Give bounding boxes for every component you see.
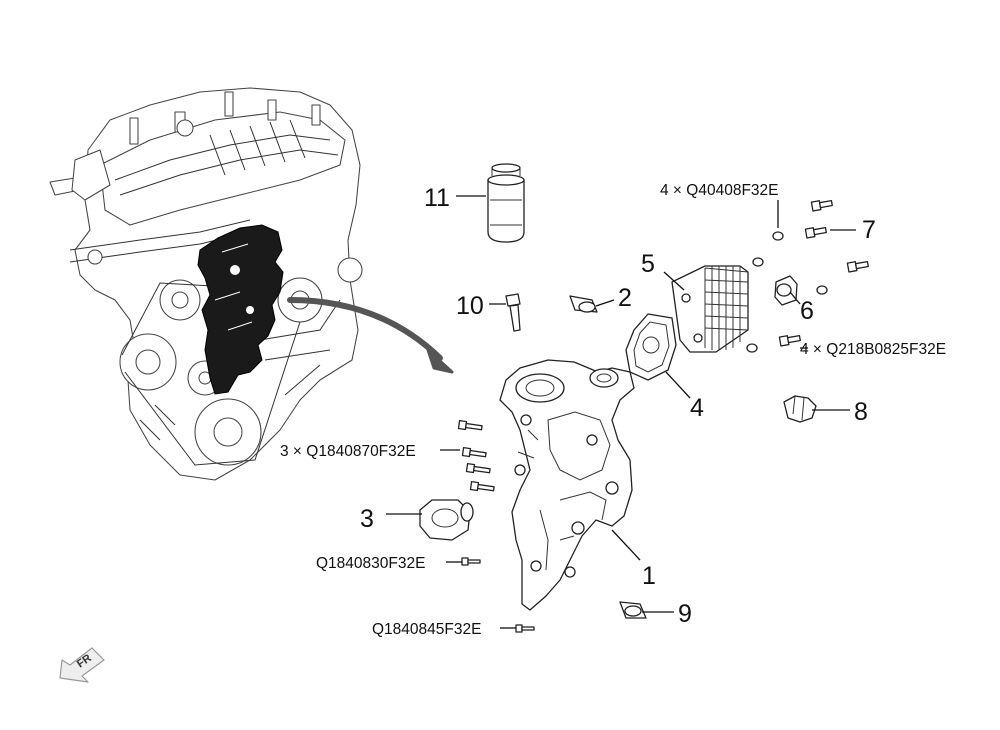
callout-10: 10 bbox=[456, 292, 484, 320]
hose-clamp-2 bbox=[569, 295, 598, 313]
callout-8: 8 bbox=[854, 398, 868, 426]
thermostat-flange bbox=[419, 499, 474, 541]
pn-bolt-a: Q1840830F32E bbox=[316, 555, 425, 572]
pn-bolt-b: Q1840845F32E bbox=[372, 621, 481, 638]
hose-clamp-9 bbox=[619, 601, 647, 619]
callout-5: 5 bbox=[641, 250, 655, 278]
pn-bolts-top: 4 × Q40408F32E bbox=[660, 182, 779, 199]
cooler-gasket bbox=[625, 313, 677, 381]
callout-9: 9 bbox=[678, 600, 692, 628]
bolt-q1840845 bbox=[515, 624, 535, 633]
oil-filter-housing bbox=[499, 359, 635, 611]
callout-7: 7 bbox=[862, 216, 876, 244]
pn-bolts-right: 4 × Q218B0825F32E bbox=[800, 341, 946, 358]
engine-overview bbox=[49, 87, 454, 481]
callout-4: 4 bbox=[690, 394, 704, 422]
callout-3: 3 bbox=[360, 505, 374, 533]
oil-cooler bbox=[671, 265, 749, 353]
rubber-plug bbox=[783, 395, 817, 423]
callout-2: 2 bbox=[618, 284, 632, 312]
front-direction-arrow: FR bbox=[59, 647, 105, 683]
oil-pressure-sensor bbox=[505, 293, 521, 332]
pn-bolts-left: 3 × Q1840870F32E bbox=[280, 443, 416, 460]
cooler-fitting bbox=[774, 275, 798, 306]
oil-filter bbox=[487, 163, 525, 243]
bolt-q1840830 bbox=[461, 557, 481, 566]
callout-11: 11 bbox=[424, 184, 450, 212]
callout-1: 1 bbox=[642, 562, 656, 590]
bolts-housing-left bbox=[457, 419, 495, 492]
bolts-cooler-top bbox=[752, 199, 869, 295]
callout-6: 6 bbox=[800, 297, 814, 325]
bolts-cooler-right bbox=[746, 334, 801, 353]
highlighted-housing-on-engine bbox=[197, 224, 284, 395]
